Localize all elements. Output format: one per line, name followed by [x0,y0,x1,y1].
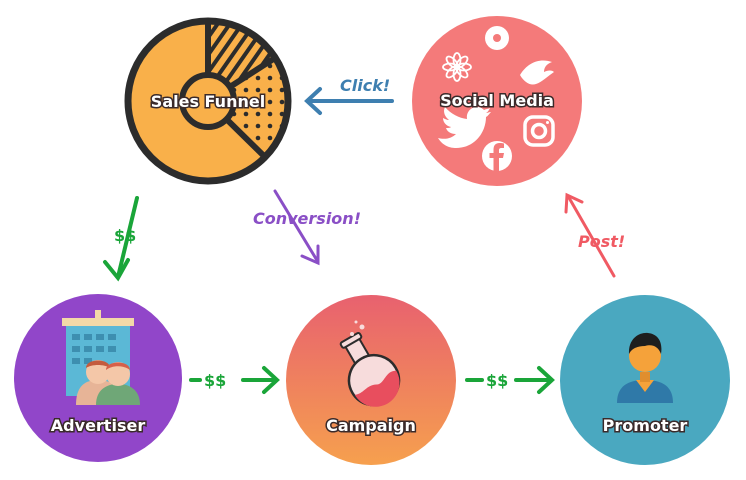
node-social-media: Social Media [412,16,582,186]
people-icon [76,360,140,405]
edge-campaign-to-promoter-label: $$ [486,371,508,390]
edge-conversion [273,189,320,266]
edge-advertiser-to-campaign [189,366,280,394]
node-campaign: Campaign [286,295,456,465]
sales-funnel-label: Sales Funnel [151,92,265,111]
edge-post [564,192,616,278]
edge-click [304,87,394,115]
pie-chart-icon [124,17,292,185]
potion-flask-icon [339,331,401,407]
node-sales-funnel: Sales Funnel [124,17,292,185]
campaign-label: Campaign [326,416,416,435]
edge-funnel-to-advertiser-label: $$ [114,226,136,245]
social-media-label: Social Media [440,91,554,110]
edge-campaign-to-promoter [465,366,555,394]
flower-icon [442,52,472,82]
edge-advertiser-to-campaign-label: $$ [204,371,226,390]
edge-click-label: Click! [340,76,390,95]
bubble-dots [350,320,365,336]
edge-conversion-label: Conversion! [253,209,361,228]
node-advertiser: Advertiser [14,294,182,462]
promoter-label: Promoter [603,416,688,435]
facebook-icon [482,141,512,171]
instagram-icon [523,115,555,147]
node-promoter: Promoter [560,295,730,465]
bird-icon [520,60,554,85]
edge-funnel-to-advertiser [103,196,139,282]
twitter-bird-icon [438,107,491,148]
edge-post-label: Post! [578,232,625,251]
advertiser-label: Advertiser [51,416,146,435]
circle-dot-icon [485,26,509,50]
user-avatar-icon [617,332,673,403]
